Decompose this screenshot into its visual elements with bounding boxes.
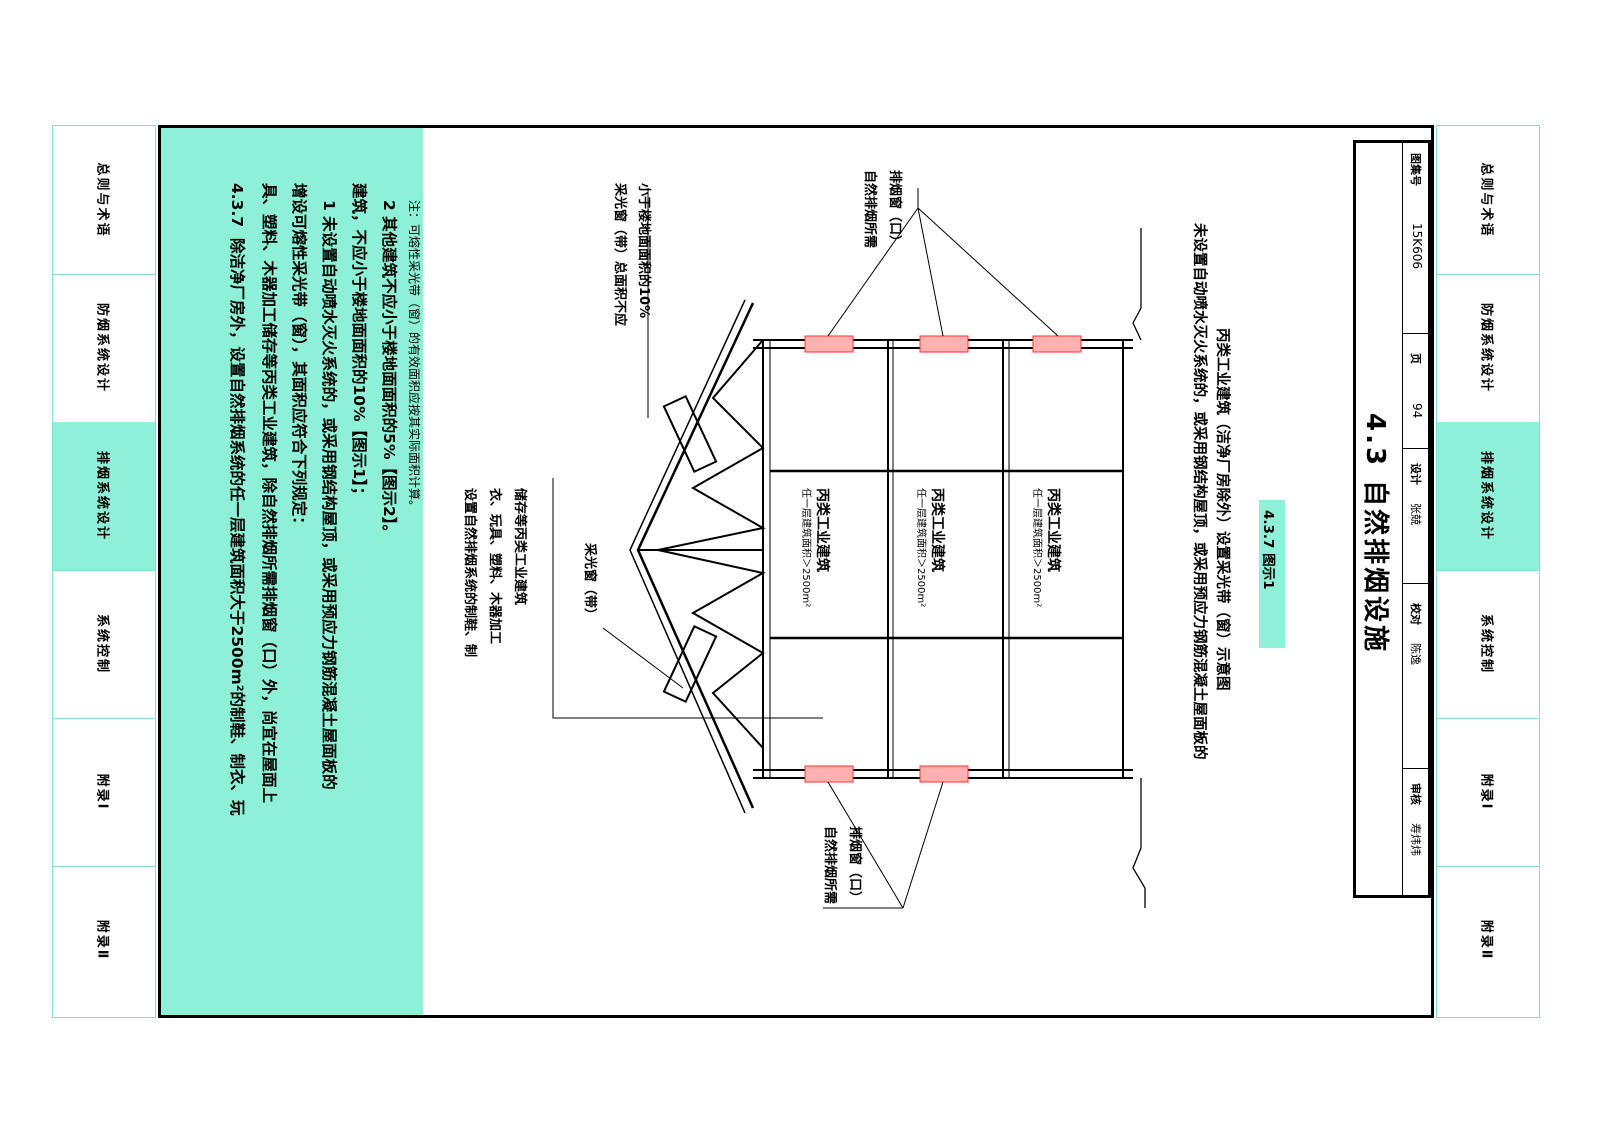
vent-top-2 bbox=[919, 335, 969, 353]
leader-vent-top-3 bbox=[917, 207, 1059, 337]
tab-system-control[interactable]: 系统控制 bbox=[1437, 570, 1539, 719]
drawing-sheet: 4.3.7 除洁净厂房外，设置自然排烟系统的任一层建筑面积大于2500m²的制鞋… bbox=[158, 125, 1434, 1018]
sheet-title: 4.3 自然排烟设施 bbox=[1360, 413, 1390, 655]
tb-grid-1 bbox=[1403, 333, 1428, 334]
tab-label: 系统控制 bbox=[94, 613, 110, 675]
title-block-divider bbox=[1402, 143, 1403, 895]
tab-general[interactable]: 总则与术语 bbox=[1437, 126, 1539, 275]
leader-vent-bottom-1 bbox=[827, 781, 904, 909]
label-vent-top-1: 自然排烟所需 bbox=[862, 170, 877, 249]
figure-label-badge: 4.3.7 图示1 bbox=[1259, 500, 1285, 648]
atlas-no: 15K606 bbox=[1410, 223, 1424, 270]
vent-bottom-2 bbox=[919, 765, 969, 783]
tab-appendix-2[interactable]: 附录Ⅱ bbox=[1437, 866, 1539, 1015]
clause-number: 4.3.7 bbox=[228, 183, 246, 228]
leader-vent-bottom-2 bbox=[902, 781, 944, 909]
tab-label: 防烟系统设计 bbox=[1478, 302, 1494, 394]
left-tab-column: 总则与术语 防烟系统设计 排烟系统设计 系统控制 附录Ⅰ 附录Ⅱ bbox=[52, 125, 156, 1018]
leader-vent-top-2 bbox=[917, 207, 944, 337]
caption-line-1: 未设置自动喷水灭火系统的，或采用钢结构屋顶，或采用预应力钢筋混凝土屋面板的 bbox=[1191, 223, 1207, 760]
tab-smoke-prevention[interactable]: 防烟系统设计 bbox=[53, 274, 155, 423]
clause-line-1: 4.3.7 除洁净厂房外，设置自然排烟系统的任一层建筑面积大于2500m²的制鞋… bbox=[228, 183, 246, 816]
clause-item-1b: 建筑，不应小于楼地面面积的10%【图示1】； bbox=[350, 183, 368, 503]
tab-label: 防烟系统设计 bbox=[94, 302, 110, 394]
designer-name: 张兢 bbox=[1409, 503, 1422, 525]
break-line-bottom bbox=[1132, 778, 1146, 908]
caption-line-2: 丙类工业建筑（洁净厂房除外）设置采光带（窗）示意图 bbox=[1214, 328, 1230, 691]
right-tab-column: 总则与术语 防烟系统设计 排烟系统设计 系统控制 附录Ⅰ 附录Ⅱ bbox=[1436, 125, 1540, 1018]
vent-bottom-1 bbox=[804, 765, 854, 783]
tab-label: 系统控制 bbox=[1478, 613, 1494, 675]
label-building-2: 衣、玩具、塑料、木器加工 bbox=[487, 488, 502, 645]
floor-area-1: 任一层建筑面积＞2500m² bbox=[800, 488, 811, 608]
roof-outline-outer bbox=[629, 299, 746, 814]
tab-system-control[interactable]: 系统控制 bbox=[53, 570, 155, 719]
tab-label: 排烟系统设计 bbox=[1478, 450, 1494, 542]
label-skylight-area-1: 采光窗（带）总面积不应 bbox=[612, 183, 627, 327]
tb-grid-2 bbox=[1403, 448, 1428, 449]
floor-label-2: 丙类工业建筑 bbox=[929, 488, 945, 572]
label-skylight: 采光窗（带） bbox=[582, 543, 597, 622]
tab-label: 附录Ⅰ bbox=[1478, 773, 1494, 811]
skylight-diagram bbox=[552, 188, 1146, 909]
tab-smoke-exhaust[interactable]: 排烟系统设计 bbox=[1437, 422, 1539, 571]
tab-smoke-prevention[interactable]: 防烟系统设计 bbox=[1437, 274, 1539, 423]
skylight-top bbox=[662, 394, 718, 474]
clause-note: 注：可熔性采光带（窗）的有效面积应按其实际面积计算。 bbox=[407, 200, 421, 513]
label-building-1: 设置自然排烟系统的制鞋、制 bbox=[462, 488, 477, 658]
design-label: 设计 bbox=[1409, 463, 1422, 485]
clause-item-2: 2 其他建筑不应小于楼地面面积的5%【图示2】。 bbox=[380, 200, 398, 541]
clause-item-1a: 1 未设置自动喷水灭火系统的，或采用钢结构屋顶，或采用预应力钢筋混凝土屋面板的 bbox=[320, 200, 338, 790]
checker-name: 陈逸 bbox=[1409, 643, 1422, 665]
reviewer-name: 寿炜炜 bbox=[1409, 823, 1422, 856]
review-label: 审核 bbox=[1409, 783, 1422, 805]
clause-panel: 4.3.7 除洁净厂房外，设置自然排烟系统的任一层建筑面积大于2500m²的制鞋… bbox=[161, 128, 423, 1015]
floor-label-3: 丙类工业建筑 bbox=[1045, 488, 1061, 572]
leader-vent-top-1 bbox=[827, 207, 919, 337]
vent-top-1 bbox=[804, 335, 854, 353]
clause-line-2: 具、塑料、木器加工储存等丙类工业建筑，除自然排烟所需排烟窗（口）外，尚宜在屋面上 bbox=[260, 183, 278, 804]
leader-skylight bbox=[602, 627, 684, 689]
vent-top-3 bbox=[1032, 335, 1082, 353]
tab-appendix-2[interactable]: 附录Ⅱ bbox=[53, 866, 155, 1015]
tab-label: 总则与术语 bbox=[94, 162, 110, 238]
clause-line-3: 增设可熔性采光带（窗），其面积应符合下列规定： bbox=[290, 183, 308, 532]
tab-general[interactable]: 总则与术语 bbox=[53, 126, 155, 275]
label-vent-bottom-1: 自然排烟所需 bbox=[822, 826, 837, 905]
skylight-bottom bbox=[662, 624, 718, 704]
tab-smoke-exhaust[interactable]: 排烟系统设计 bbox=[53, 422, 155, 571]
floor-area-3: 任一层建筑面积＞2500m² bbox=[1031, 488, 1042, 608]
label-building-3: 储存等丙类工业建筑 bbox=[512, 488, 527, 606]
leader-building bbox=[552, 478, 823, 719]
label-skylight-area-2: 小于楼地面面积的10% bbox=[636, 183, 651, 319]
tab-appendix-1[interactable]: 附录Ⅰ bbox=[1437, 718, 1539, 867]
atlas-label: 图集号 bbox=[1409, 153, 1422, 186]
page-no: 94 bbox=[1410, 403, 1424, 419]
tab-label: 总则与术语 bbox=[1478, 162, 1494, 238]
label-vent-bottom-2: 排烟窗（口） bbox=[847, 826, 862, 905]
figure-label: 4.3.7 图示1 bbox=[1260, 510, 1276, 590]
roof-outline bbox=[636, 302, 755, 809]
floor-area-2: 任一层建筑面积＞2500m² bbox=[915, 488, 926, 608]
tb-grid-3 bbox=[1403, 583, 1428, 584]
tab-label: 附录Ⅰ bbox=[94, 773, 110, 811]
tab-appendix-1[interactable]: 附录Ⅰ bbox=[53, 718, 155, 867]
floor-label-1: 丙类工业建筑 bbox=[814, 488, 830, 572]
tab-label: 附录Ⅱ bbox=[1478, 919, 1494, 961]
page-label: 页 bbox=[1409, 353, 1422, 364]
title-block: 4.3 自然排烟设施 图集号 15K606 页 94 设计 张兢 校对 陈逸 审… bbox=[1353, 140, 1431, 898]
label-vent-top-2: 排烟窗（口） bbox=[887, 170, 902, 249]
break-line-top bbox=[1132, 228, 1142, 341]
check-label: 校对 bbox=[1409, 603, 1422, 625]
tab-label: 排烟系统设计 bbox=[94, 450, 110, 542]
tb-grid-4 bbox=[1403, 768, 1428, 769]
tab-label: 附录Ⅱ bbox=[94, 919, 110, 961]
